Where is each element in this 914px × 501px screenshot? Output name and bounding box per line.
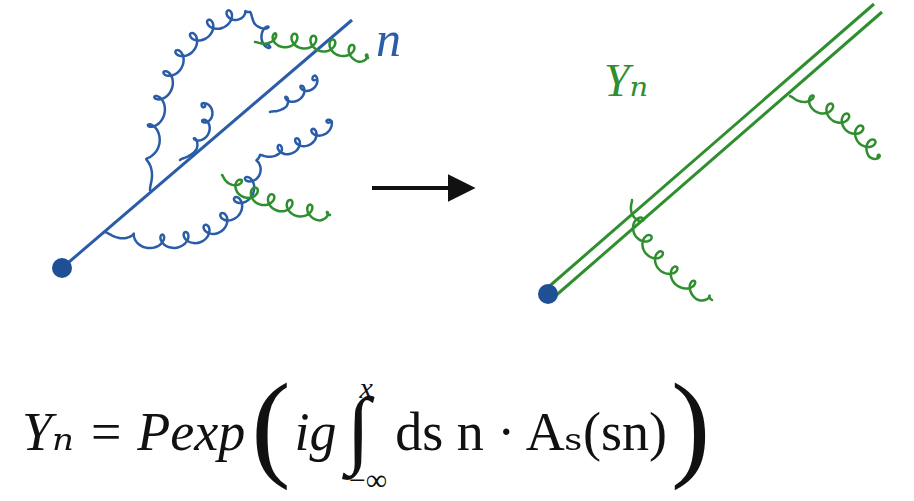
gluon <box>146 10 250 190</box>
formula-term: Yₙ = Pexp <box>22 405 245 459</box>
gluon <box>631 200 712 300</box>
quark-line-figure <box>52 10 368 278</box>
gluon <box>222 175 330 220</box>
gluon <box>180 103 212 160</box>
vertex-dot <box>538 284 558 304</box>
gluon <box>790 95 880 158</box>
wilson-line <box>545 4 874 290</box>
wilson-line-figure <box>538 4 882 304</box>
gluon <box>105 155 261 248</box>
gluon <box>255 33 368 61</box>
momentum-label: n <box>376 14 401 64</box>
wilson-line <box>553 12 882 298</box>
gluon <box>270 75 317 112</box>
integral-limit: −∞ <box>349 465 387 495</box>
transform-arrow <box>372 186 470 190</box>
vertex-dot <box>52 258 72 278</box>
formula-paren: ) <box>671 367 710 485</box>
quark-line <box>62 20 352 268</box>
integral-limit: x <box>360 373 373 403</box>
gluon <box>260 120 332 157</box>
wilson-line-label: Yₙ <box>604 58 648 104</box>
formula-term: ig <box>295 405 337 459</box>
formula-paren: ( <box>251 367 290 485</box>
formula-term: ds n · Aₛ(sn) <box>395 405 667 459</box>
